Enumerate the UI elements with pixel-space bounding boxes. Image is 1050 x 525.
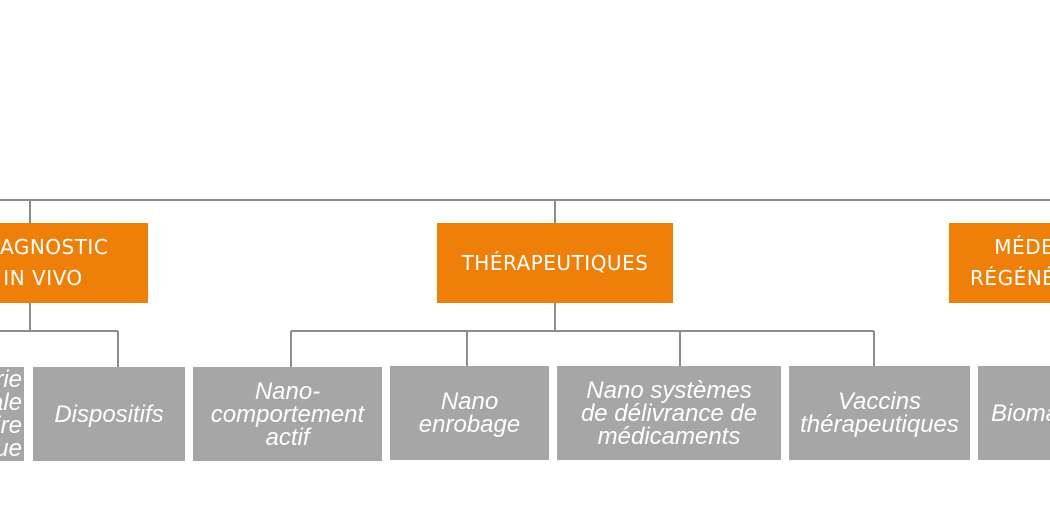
leaf-nano-systemes: Nano systèmes de délivrance de médicamen… xyxy=(557,366,781,460)
leaf-biomateriaux-label: Biomatériaux xyxy=(991,399,1050,427)
leaf-nano-systemes-label: Nano systèmes de délivrance de médicamen… xyxy=(580,376,758,450)
leaf-vaccins-therapeutiques: Vaccins thérapeutiques xyxy=(789,366,970,460)
category-diagnostic-label: DIAGNOSTIC IN VIVO xyxy=(0,235,109,290)
leaf-biomateriaux: Biomatériaux xyxy=(978,366,1050,460)
leaf-nano-enrobage-label: Nano enrobage xyxy=(418,388,521,438)
category-diagnostic-in-vivo: DIAGNOSTIC IN VIVO xyxy=(0,223,148,303)
category-medecine-regenerative: MÉDECINE RÉGÉNÉRATIVE xyxy=(949,223,1050,303)
category-medecine-label: MÉDECINE RÉGÉNÉRATIVE xyxy=(970,235,1050,290)
leaf-nano-comportement-actif: Nano- comportement actif xyxy=(193,367,382,461)
leaf-nano-enrobage: Nano enrobage xyxy=(390,366,549,460)
category-therapeutiques-label: THÉRAPEUTIQUES xyxy=(461,250,649,275)
leaf-dispositifs-label: Dispositifs xyxy=(54,400,164,428)
leaf-imagerie-label: Imagerie médicale moléculaire nue xyxy=(0,366,22,462)
category-therapeutiques: THÉRAPEUTIQUES xyxy=(437,223,673,303)
leaf-dispositifs: Dispositifs xyxy=(33,367,185,461)
leaf-nano-comportement-label: Nano- comportement actif xyxy=(210,377,365,451)
leaf-imagerie: Imagerie médicale moléculaire nue xyxy=(0,367,24,461)
leaf-vaccins-label: Vaccins thérapeutiques xyxy=(800,388,959,438)
